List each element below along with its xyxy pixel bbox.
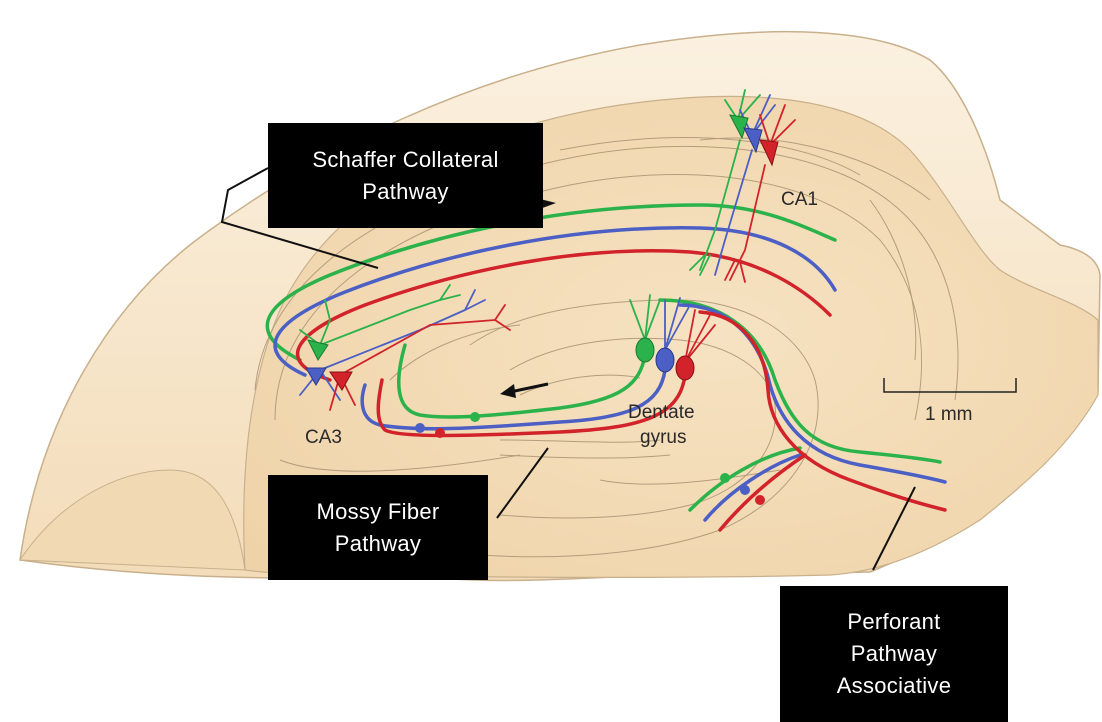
callout-line: Schaffer Collateral: [312, 144, 498, 176]
schaffer-collateral-callout: Schaffer Collateral Pathway: [268, 123, 543, 228]
label-dentate-line2: gyrus: [640, 427, 686, 448]
tissue-slab: [20, 32, 1100, 581]
callout-line: Pathway: [851, 638, 937, 670]
callout-line: Pathway: [335, 528, 421, 560]
label-dentate-line1: Dentate: [628, 402, 695, 423]
label-ca3: CA3: [305, 427, 342, 448]
callout-line: Perforant: [847, 606, 940, 638]
label-ca1: CA1: [781, 189, 818, 210]
callout-line: Associative: [837, 670, 952, 702]
callout-line: Pathway: [362, 176, 448, 208]
mossy-fiber-callout: Mossy Fiber Pathway: [268, 475, 488, 580]
perforant-pathway-callout: Perforant Pathway Associative: [780, 586, 1008, 722]
callout-line: Mossy Fiber: [316, 496, 439, 528]
scale-bar-label: 1 mm: [925, 404, 973, 425]
